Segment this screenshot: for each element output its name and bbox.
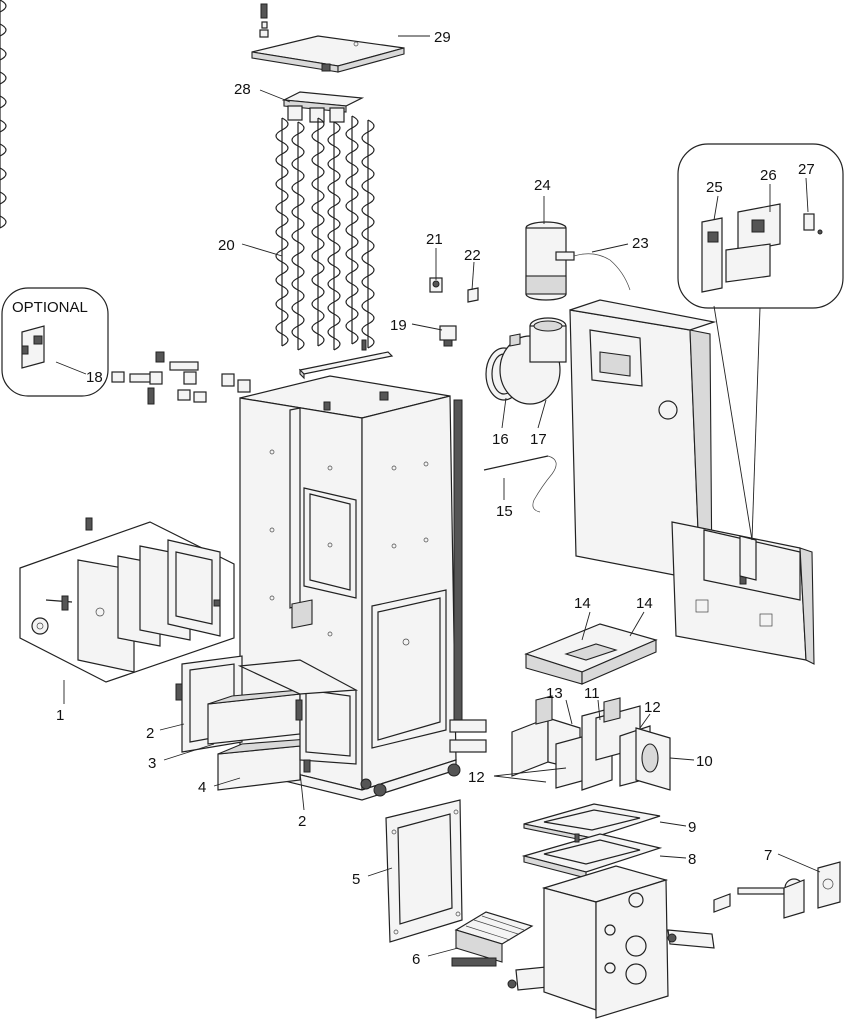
part-29-top-cover	[251, 3, 405, 73]
part-24-cylinder	[525, 221, 567, 301]
leader-lines	[55, 35, 821, 957]
callout-18: 18	[86, 369, 103, 386]
burner-housing	[541, 865, 715, 1019]
callout-20: 20	[218, 237, 235, 254]
callout-21: 21	[426, 231, 443, 248]
part-14-refractory-top	[524, 623, 658, 685]
callout-7: 7	[764, 847, 772, 864]
callout-12a: 12	[644, 699, 661, 716]
optional-box	[1, 287, 109, 397]
callout-14b: 14	[636, 595, 653, 612]
fittings-row	[111, 351, 251, 405]
callout-4: 4	[198, 779, 206, 796]
callout-11: 11	[584, 685, 600, 702]
callout-26: 26	[760, 167, 777, 184]
callout-6: 6	[412, 951, 420, 968]
part-21-valve	[429, 277, 443, 293]
callout-19: 19	[390, 317, 407, 334]
callout-24: 24	[534, 177, 551, 194]
part-6-grate	[451, 911, 559, 991]
detail-box-25-26-27	[677, 143, 844, 541]
callout-22: 22	[464, 247, 481, 264]
part-15-sensor-probe	[483, 455, 557, 513]
spring-rail	[298, 339, 394, 380]
part-7-actuator	[713, 861, 841, 919]
part-5-gasket-frame	[385, 799, 463, 943]
parts-10-11-12-13-refractory	[511, 695, 671, 791]
part-23-cable	[555, 251, 631, 291]
callout-2a: 2	[146, 725, 154, 742]
callout-16: 16	[492, 431, 509, 448]
part-28-rod-bracket	[281, 91, 365, 123]
callout-5: 5	[352, 871, 360, 888]
callout-10: 10	[696, 753, 713, 770]
callout-3: 3	[148, 755, 156, 772]
callout-12b: 12	[468, 769, 485, 786]
callout-labels: OPTIONAL 1 2 3 4 2 5 6 7 8 9 10 11 12 12…	[12, 29, 815, 968]
part-8-frame-plate	[521, 833, 663, 879]
callout-17: 17	[530, 431, 547, 448]
callout-29: 29	[434, 29, 451, 46]
callout-27: 27	[798, 161, 815, 178]
callout-25: 25	[706, 179, 723, 196]
callout-9: 9	[688, 819, 696, 836]
parts-2-3-4-drawers	[175, 655, 359, 791]
part-17-exhaust-fan	[499, 317, 567, 405]
callout-8: 8	[688, 851, 696, 868]
callout-23: 23	[632, 235, 649, 252]
boiler-body	[239, 375, 487, 801]
callout-1: 1	[56, 707, 64, 724]
optional-title: OPTIONAL	[12, 299, 88, 316]
callout-13: 13	[546, 685, 563, 702]
part-22-clip	[467, 287, 479, 303]
side-panel	[569, 299, 815, 665]
callout-28: 28	[234, 81, 251, 98]
callout-15: 15	[496, 503, 513, 520]
callout-2b: 2	[298, 813, 306, 830]
part-1-door-assembly	[19, 517, 235, 683]
callout-14a: 14	[574, 595, 591, 612]
part-19-sensor	[439, 325, 457, 347]
